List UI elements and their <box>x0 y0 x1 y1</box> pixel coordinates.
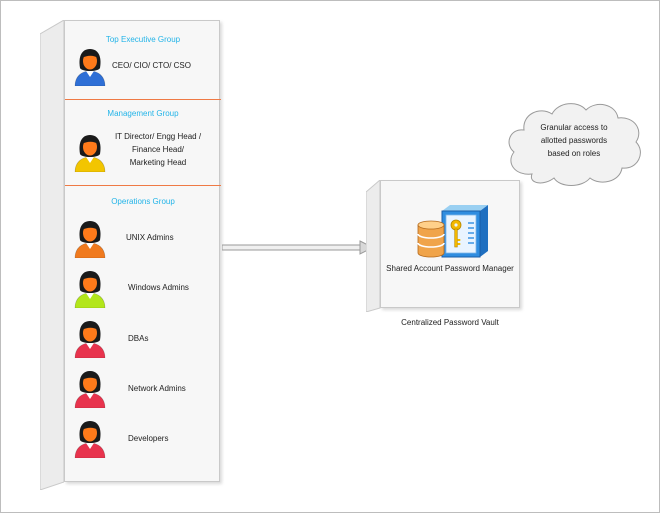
person-fringe <box>82 423 98 430</box>
arrow-icon <box>222 240 374 255</box>
group-panel-side <box>40 20 64 490</box>
dbas-label: DBAs <box>128 334 149 343</box>
person-collar <box>86 71 94 77</box>
person-face <box>83 224 97 242</box>
group-separator <box>65 185 221 186</box>
person-icon <box>74 135 106 172</box>
person-icon <box>74 221 106 258</box>
person-face <box>83 374 97 392</box>
person-collar <box>86 157 94 163</box>
management-roles-line: Finance Head/ <box>131 145 185 154</box>
cloud-icon <box>508 103 641 186</box>
person-collar <box>86 443 94 449</box>
vault-product-label: Shared Account Password Manager <box>386 264 514 273</box>
top-executive-group-title: Top Executive Group <box>105 35 181 44</box>
cloud-note-line: allotted passwords <box>540 136 608 145</box>
unix-admins-label: UNIX Admins <box>126 233 174 242</box>
person-fringe <box>82 137 98 144</box>
management-roles-line: IT Director/ Engg Head / <box>114 132 202 141</box>
person-face <box>83 274 97 292</box>
person-icon <box>74 49 106 86</box>
group-separator <box>65 99 221 100</box>
cloud-note-line: Granular access to <box>540 123 608 132</box>
cloud-note-line: based on roles <box>547 149 601 158</box>
management-roles-label: IT Director/ Engg Head / Finance Head/ M… <box>108 130 208 169</box>
person-fringe <box>82 223 98 230</box>
executive-roles-label: CEO/ CIO/ CTO/ CSO <box>112 61 191 70</box>
operations-group-title: Operations Group <box>111 197 175 206</box>
person-collar <box>86 343 94 349</box>
cloud-note: Granular access to allotted passwords ba… <box>512 121 636 160</box>
person-face <box>83 424 97 442</box>
vault-caption: Centralized Password Vault <box>401 318 499 327</box>
person-collar <box>86 243 94 249</box>
network-admins-label: Network Admins <box>128 384 186 393</box>
management-group-title: Management Group <box>107 109 179 118</box>
person-icon <box>74 321 106 358</box>
person-face <box>83 138 97 156</box>
developers-label: Developers <box>128 434 169 443</box>
person-face <box>83 324 97 342</box>
database-icon <box>417 220 445 258</box>
server-icon <box>441 205 488 258</box>
person-fringe <box>82 323 98 330</box>
person-collar <box>86 293 94 299</box>
server-icon <box>417 205 488 258</box>
person-collar <box>86 393 94 399</box>
person-icon <box>74 421 106 458</box>
management-roles-line: Marketing Head <box>129 158 187 167</box>
person-fringe <box>82 373 98 380</box>
person-icon <box>74 271 106 308</box>
windows-admins-label: Windows Admins <box>128 283 189 292</box>
key-icon <box>450 219 462 248</box>
person-fringe <box>82 273 98 280</box>
person-face <box>83 52 97 70</box>
person-icon <box>74 371 106 408</box>
person-fringe <box>82 51 98 58</box>
